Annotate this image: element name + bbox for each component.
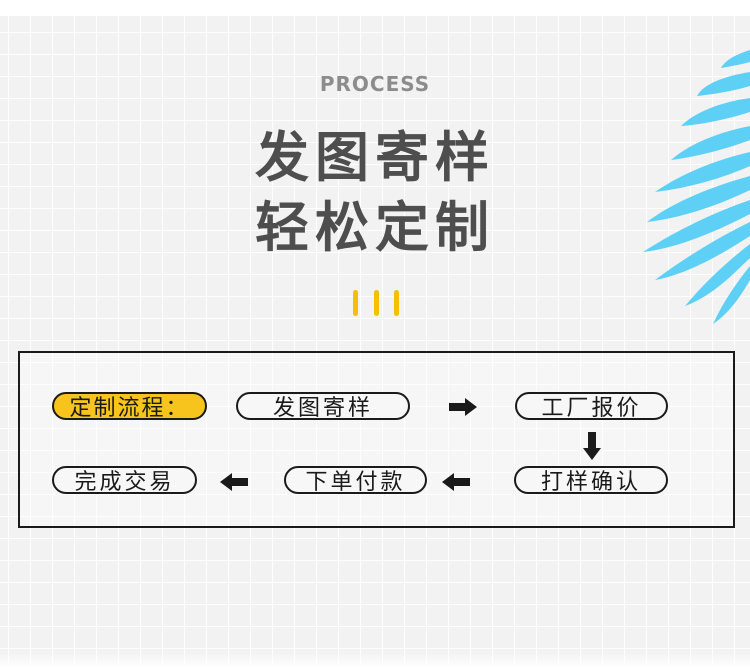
- step-confirm-sample: 打样确认: [514, 466, 668, 495]
- bottom-band: [0, 652, 750, 672]
- process-panel: [18, 351, 735, 528]
- arrow-down-icon: [583, 432, 601, 460]
- step-factory-quote: 工厂报价: [515, 392, 668, 421]
- step-complete-deal: 完成交易: [52, 466, 197, 495]
- page-title-line-2: 轻松定制: [255, 196, 495, 259]
- arrow-right-icon: [449, 398, 477, 416]
- step-place-order: 下单付款: [284, 466, 427, 495]
- arrow-left-icon: [442, 473, 470, 491]
- step-send-sample: 发图寄样: [236, 392, 410, 421]
- section-kicker: PROCESS: [319, 72, 431, 96]
- title-divider: [353, 290, 403, 316]
- page-title-line-1: 发图寄样: [255, 126, 495, 189]
- arrow-left-icon: [220, 473, 248, 491]
- process-label: 定制流程：: [52, 392, 207, 421]
- leaf-decoration: [643, 50, 750, 324]
- top-band: [0, 0, 750, 16]
